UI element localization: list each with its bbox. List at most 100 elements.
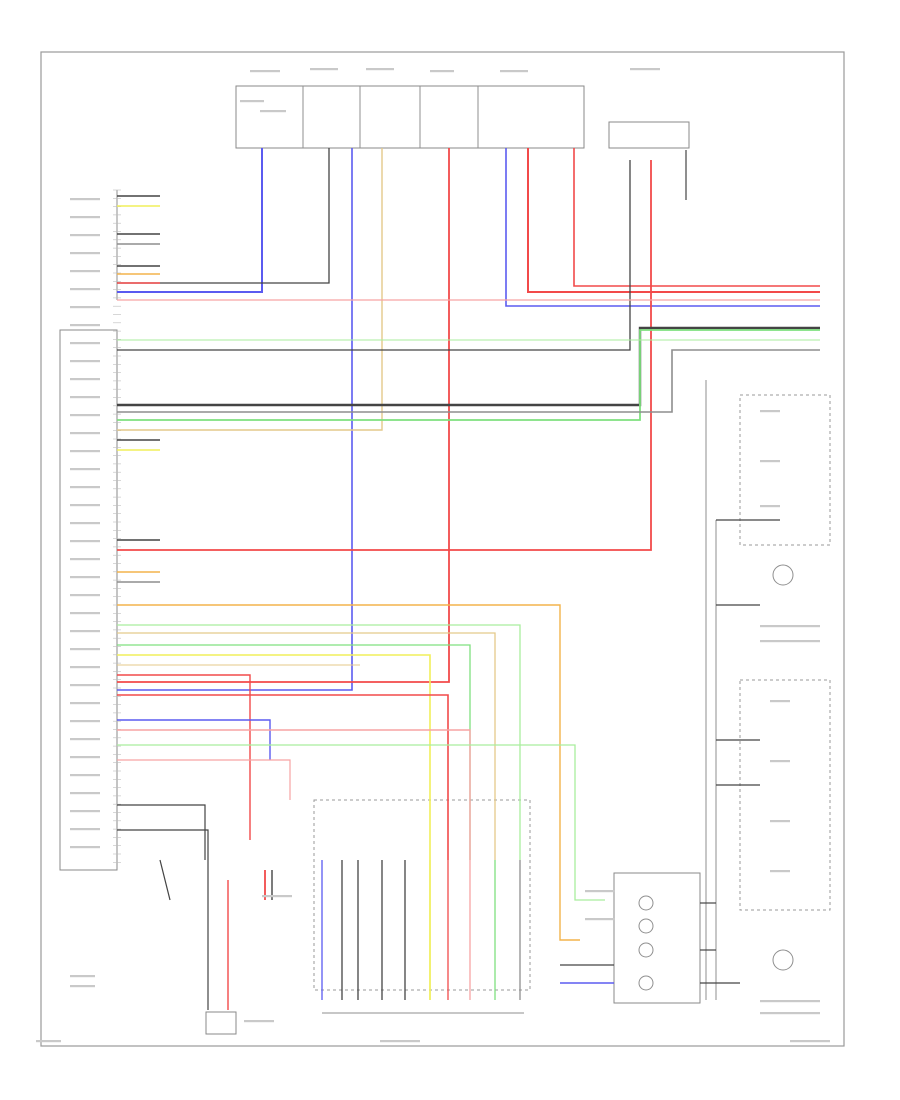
bottom-connector [205,1011,237,1035]
wire-blue-right [505,148,820,307]
wire-green-low [117,644,471,860]
left-label [70,396,100,399]
wire-black-ground [159,859,171,901]
left-label [70,684,100,687]
wire-pink-low [117,729,471,860]
bottom-switch-block [313,799,531,1014]
right-label [770,870,790,873]
wire-yellow-low [117,654,431,1000]
top-label [260,110,286,113]
wire-black-low [117,804,206,860]
bottom-label [790,1040,830,1043]
left-label [70,612,100,615]
left-label [70,774,100,777]
bottom-label [262,895,292,898]
wire-tan-low [117,632,496,860]
left-label [70,792,100,795]
left-label [70,558,100,561]
top-label [250,70,280,73]
left-label [70,648,100,651]
bottom-label [380,1040,420,1043]
bottom-label [585,918,615,921]
wire-red-low [117,694,449,860]
right-label [760,1000,820,1003]
wire-black-top [117,148,330,284]
left-label [70,198,100,201]
top-label [366,68,394,71]
wire-red-right2 [573,148,820,287]
left-label [70,216,100,219]
left-label [70,846,100,849]
wire-red-down [117,674,251,840]
left-label [70,630,100,633]
left-label [70,486,100,489]
bottom-label [36,1040,61,1043]
top-label [500,70,528,73]
left-label [70,252,100,255]
wires [117,148,820,1010]
wire-red-long [117,160,652,551]
wire-lightgreen-low [117,624,521,860]
left-label [70,468,100,471]
right-label [770,700,790,703]
left-label [70,522,100,525]
left-label [70,432,100,435]
left-label [70,306,100,309]
right-label [760,410,780,413]
right-label [760,460,780,463]
left-label [70,504,100,507]
right-label [770,760,790,763]
multifunction-switch [613,872,701,1004]
left-label [70,738,100,741]
top-label [310,68,338,71]
left-control-unit [59,190,118,871]
diagram-frame [40,51,845,1047]
wire-black-low2 [117,829,209,1010]
wire-pink-short [117,759,291,800]
left-label [70,720,100,723]
left-label [70,450,100,453]
right-switch-panels [705,380,831,1000]
wire-blue-long [117,148,353,691]
wire-red-center [117,148,450,683]
wire-tan [117,148,383,431]
faint-labels [36,68,830,1043]
top-label [240,100,264,103]
bottom-label [70,985,95,988]
wire-black-right [117,160,631,351]
wire-gray-bus [117,349,820,413]
left-label [70,666,100,669]
left-label [70,324,100,327]
right-label [770,820,790,823]
left-label [70,594,100,597]
wire-green-bus [117,329,820,421]
right-label [760,640,820,643]
bottom-label [244,1020,274,1023]
wire-blue-top-left [117,148,263,293]
wire-red-right [527,148,820,293]
bottom-label [585,890,615,893]
left-label [70,810,100,813]
wire-blue-low [117,719,271,760]
bottom-label [70,975,95,978]
left-label [70,414,100,417]
left-label [70,342,100,345]
left-label [70,234,100,237]
top-label [630,68,660,71]
right-label [760,625,820,628]
right-label [760,505,780,508]
left-label [70,270,100,273]
wire-lightgreen-mfs [117,744,605,901]
top-label [430,70,454,73]
left-label [70,288,100,291]
left-label [70,576,100,579]
left-label [70,702,100,705]
left-label [70,756,100,759]
left-label [70,828,100,831]
top-junction-box [235,85,690,149]
wire-orange-low [117,604,580,941]
left-label [70,540,100,543]
left-label [70,378,100,381]
right-label [760,1012,820,1015]
